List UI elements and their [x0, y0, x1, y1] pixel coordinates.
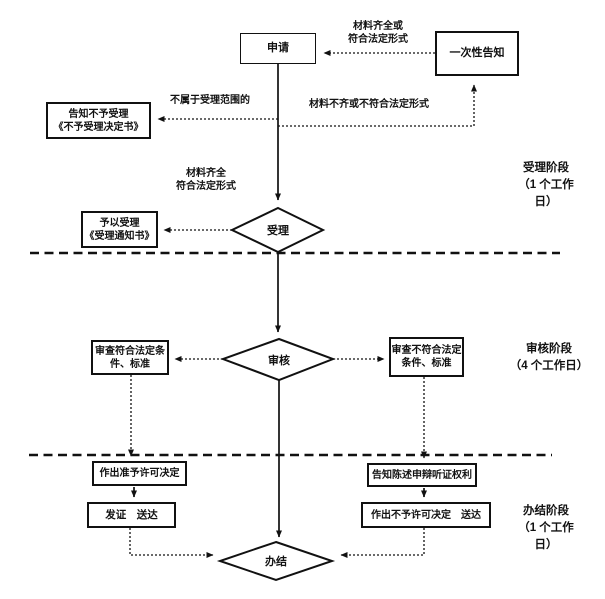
node-accept-notice-line2: 《受理通知书》 [84, 230, 155, 242]
node-accept-notice: 予以受理 《受理通知书》 [81, 211, 158, 248]
node-reject-notice-line1: 告知不予受理 [68, 108, 129, 120]
node-deny-decision-label: 作出不予许可决定 送达 [371, 509, 481, 521]
edge-label-materials-complete-top: 材料齐全或 符合法定形式 [336, 20, 420, 46]
node-grant-decision-label: 作出准予许可决定 [99, 468, 180, 479]
node-review-fail-line1: 审查不符合法定 [391, 345, 462, 356]
stage-finish-line1: 办结阶段 [523, 505, 569, 517]
review-diamond-shape [220, 337, 336, 382]
accept-diamond-shape [229, 206, 326, 254]
finish-diamond-label: 办结 [265, 556, 287, 568]
node-hearing-rights-label: 告知陈述申辩听证权利 [372, 469, 472, 481]
node-reject-notice-line2: 《不予受理决定书》 [53, 121, 144, 133]
edge-label-mct-line1: 材料齐全或 [353, 21, 403, 32]
stage-review-line1: 审核阶段 [526, 343, 572, 355]
edge-label-materials-incomplete: 材料不齐或不符合法定形式 [309, 99, 429, 110]
node-review-pass-line1: 审查符合法定条 [95, 345, 165, 357]
stage-label-finish: 办结阶段 （1 个工作 日） [503, 503, 589, 554]
node-issue-deliver: 发证 送达 [87, 502, 176, 528]
stage-label-review: 审核阶段 （4 个工作日） [501, 341, 597, 375]
edge-deny-to-finish [340, 528, 425, 558]
finish-diamond-shape [216, 540, 336, 582]
review-diamond-label: 审核 [268, 355, 290, 367]
edge-label-mct-line2: 符合法定形式 [348, 34, 408, 45]
node-review-pass-line2: 件、标准 [110, 358, 150, 370]
node-review-fail: 审查不符合法定 条件、标准 [389, 337, 464, 377]
stage-accept-line1: 受理阶段 [523, 162, 569, 174]
stage-finish-line2: （1 个工作 [518, 522, 574, 534]
node-hearing-rights: 告知陈述申辩听证权利 [367, 463, 477, 487]
node-issue-deliver-label: 发证 送达 [105, 508, 158, 521]
accept-diamond-label: 受理 [267, 225, 289, 237]
edge-to-one-time-notice [278, 84, 477, 127]
stage-finish-line3: 日） [534, 539, 558, 551]
stage-label-accept: 受理阶段 （1 个工作 日） [503, 160, 589, 211]
edge-label-mcm-line2: 符合法定形式 [176, 181, 236, 192]
node-reject-notice: 告知不予受理 《不予受理决定书》 [46, 102, 151, 139]
stage-review-line2: （4 个工作日） [509, 360, 589, 372]
node-review-pass: 审查符合法定条 件、标准 [91, 340, 169, 375]
node-one-time-notice: 一次性告知 [435, 31, 519, 76]
node-accept-notice-line1: 予以受理 [99, 217, 140, 229]
edge-issue-to-finish [129, 528, 214, 558]
stage-accept-line2: （1 个工作 [518, 179, 574, 191]
node-apply-label: 申请 [267, 42, 289, 54]
node-grant-decision: 作出准予许可决定 [92, 461, 187, 486]
edge-label-mcm-line1: 材料齐全 [186, 168, 226, 179]
stage-accept-line3: 日） [534, 196, 558, 208]
node-one-time-notice-label: 一次性告知 [449, 47, 505, 59]
edge-label-out-of-scope: 不属于受理范围的 [170, 95, 250, 106]
edge-label-materials-complete-mid: 材料齐全 符合法定形式 [164, 167, 248, 193]
node-review-fail-line2: 条件、标准 [401, 358, 452, 369]
node-apply: 申请 [240, 33, 316, 64]
node-deny-decision: 作出不予许可决定 送达 [361, 502, 491, 528]
